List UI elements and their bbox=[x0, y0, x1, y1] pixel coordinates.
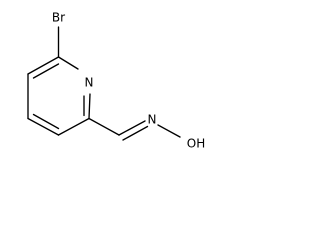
ring-bond-c5-c6 bbox=[27, 56, 60, 75]
structure-diagram: Br N N OH bbox=[27, 11, 205, 151]
oxime-n-o-bond bbox=[157, 124, 181, 138]
molecule-canvas: Br N N OH bbox=[27, 10, 206, 151]
oxime-nitrogen-label: N bbox=[148, 113, 157, 127]
ring-bond-c3-c4 bbox=[27, 117, 60, 136]
ring-bond-c2-c3 bbox=[57, 117, 90, 136]
hydroxyl-label: OH bbox=[187, 137, 205, 151]
ring-nitrogen-label: N bbox=[85, 76, 94, 90]
ring-bond-c6-n1 bbox=[57, 56, 79, 70]
imine-double-bond-inner bbox=[122, 125, 149, 141]
aldoxime-carbon-bond bbox=[88, 117, 120, 136]
bromine-label: Br bbox=[52, 11, 65, 25]
ring-bond-n1-c2 bbox=[88, 93, 91, 120]
ring-bond-c5-c6-inner bbox=[32, 63, 60, 79]
imine-double-bond-outer bbox=[118, 120, 146, 136]
ring-bond-c3-c4-inner bbox=[32, 113, 60, 130]
